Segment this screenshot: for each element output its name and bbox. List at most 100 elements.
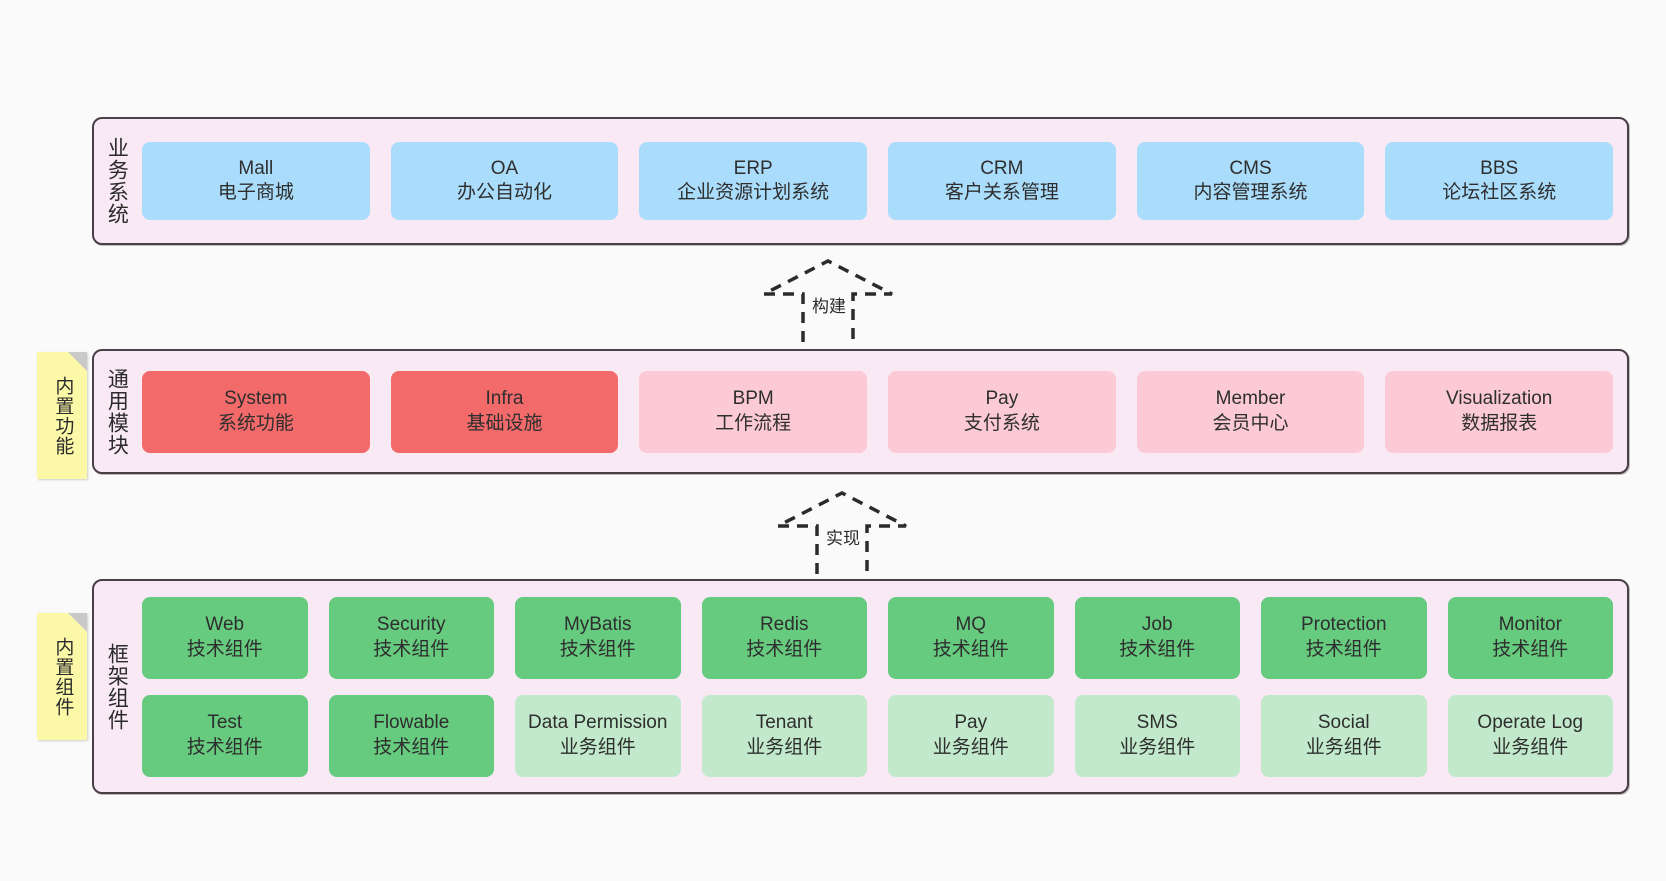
node-subtitle: 技术组件 — [186, 736, 263, 758]
node-rows: Web 技术组件 Security 技术组件 MyBatis 技术组件 Redi… — [142, 596, 1613, 777]
node-operate-log[interactable]: Operate Log 业务组件 — [1447, 694, 1613, 777]
node-title: CRM — [980, 157, 1024, 179]
node-title: Redis — [759, 614, 809, 636]
node-title: ERP — [733, 157, 773, 179]
layer-body-framework-components: Web 技术组件 Security 技术组件 MyBatis 技术组件 Redi… — [138, 581, 1627, 792]
connector-build-arrow — [763, 259, 893, 342]
note-fold-icon — [68, 352, 87, 371]
node-title: Pay — [954, 712, 988, 734]
connector-implement-arrow — [777, 491, 907, 574]
node-infra[interactable]: Infra 基础设施 — [390, 370, 619, 453]
node-subtitle: 客户关系管理 — [944, 182, 1059, 203]
node-subtitle: 技术组件 — [559, 638, 636, 660]
node-subtitle: 业务组件 — [559, 736, 636, 758]
note-fold-icon — [68, 613, 87, 632]
node-title: SMS — [1136, 712, 1178, 734]
node-title: CMS — [1229, 157, 1272, 179]
node-tenant[interactable]: Tenant 业务组件 — [701, 694, 867, 777]
node-title: Infra — [485, 388, 524, 410]
node-title: Member — [1215, 388, 1286, 410]
node-mall[interactable]: Mall 电子商城 — [142, 142, 370, 220]
node-visualization[interactable]: Visualization 数据报表 — [1385, 370, 1614, 453]
node-cms[interactable]: CMS 内容管理系统 — [1136, 142, 1365, 220]
node-subtitle: 技术组件 — [373, 638, 450, 660]
node-job[interactable]: Job 技术组件 — [1074, 596, 1240, 679]
connector-implement-label: 实现 — [826, 529, 860, 548]
node-subtitle: 数据报表 — [1461, 412, 1538, 434]
sticky-note-label: 内置组件 — [52, 636, 74, 717]
node-redis[interactable]: Redis 技术组件 — [701, 596, 867, 679]
sticky-note-label: 内置功能 — [52, 375, 74, 456]
node-subtitle: 论坛社区系统 — [1442, 182, 1557, 203]
node-row: System 系统功能 Infra 基础设施 BPM 工作流程 Pay 支付系统… — [142, 370, 1614, 453]
node-subtitle: 业务组件 — [1305, 736, 1382, 758]
node-pay-module[interactable]: Pay 支付系统 — [888, 370, 1116, 453]
node-oa[interactable]: OA 办公自动化 — [390, 142, 619, 220]
layer-body-common-modules: System 系统功能 Infra 基础设施 BPM 工作流程 Pay 支付系统… — [138, 351, 1627, 472]
node-subtitle: 技术组件 — [373, 736, 450, 758]
node-title: OA — [490, 157, 519, 179]
node-title: BBS — [1480, 157, 1519, 179]
node-title: Operate Log — [1477, 712, 1584, 734]
layer-business-systems[interactable]: 业务系统 Mall 电子商城 OA 办公自动化 ERP 企业资源计划系统 CRM — [92, 117, 1629, 245]
layer-title-common-modules: 通用模块 — [105, 367, 129, 456]
node-subtitle: 系统功能 — [217, 412, 294, 434]
layer-common-modules[interactable]: 通用模块 System 系统功能 Infra 基础设施 BPM 工作流程 Pay — [92, 349, 1629, 474]
node-bpm[interactable]: BPM 工作流程 — [639, 370, 868, 453]
node-title: Flowable — [373, 712, 450, 734]
node-web[interactable]: Web 技术组件 — [142, 596, 308, 679]
node-subtitle: 会员中心 — [1212, 412, 1289, 434]
node-mybatis[interactable]: MyBatis 技术组件 — [515, 596, 681, 679]
node-system[interactable]: System 系统功能 — [142, 370, 370, 453]
node-subtitle: 办公自动化 — [457, 182, 553, 203]
sticky-note-builtin-components[interactable]: 内置组件 — [37, 613, 87, 740]
connector-build-label: 构建 — [812, 297, 846, 316]
node-subtitle: 内容管理系统 — [1193, 182, 1308, 203]
node-protection[interactable]: Protection 技术组件 — [1261, 596, 1427, 679]
node-subtitle: 技术组件 — [1492, 638, 1569, 660]
node-subtitle: 支付系统 — [963, 412, 1040, 434]
node-pay-component[interactable]: Pay 业务组件 — [888, 694, 1054, 777]
node-erp[interactable]: ERP 企业资源计划系统 — [639, 142, 868, 220]
node-mq[interactable]: MQ 技术组件 — [888, 596, 1054, 679]
node-title: MQ — [955, 614, 987, 636]
node-subtitle: 技术组件 — [746, 638, 823, 660]
node-bbs[interactable]: BBS 论坛社区系统 — [1385, 142, 1614, 220]
node-title: Mall — [238, 157, 274, 179]
node-row: Test 技术组件 Flowable 技术组件 Data Permission … — [142, 694, 1613, 777]
node-subtitle: 技术组件 — [186, 638, 263, 660]
node-subtitle: 工作流程 — [715, 412, 792, 434]
node-title: Visualization — [1446, 388, 1553, 410]
node-subtitle: 电子商城 — [217, 182, 294, 203]
layer-title-framework-components: 框架组件 — [105, 642, 129, 731]
node-crm[interactable]: CRM 客户关系管理 — [888, 142, 1116, 220]
node-social[interactable]: Social 业务组件 — [1261, 694, 1427, 777]
node-data-permission[interactable]: Data Permission 业务组件 — [515, 694, 681, 777]
node-subtitle: 业务组件 — [746, 736, 823, 758]
node-subtitle: 技术组件 — [1305, 638, 1382, 660]
node-test[interactable]: Test 技术组件 — [142, 694, 308, 777]
node-title: Social — [1317, 712, 1370, 734]
node-title: Protection — [1300, 614, 1387, 636]
node-title: Monitor — [1498, 614, 1562, 636]
node-title: Web — [205, 614, 245, 636]
node-title: System — [224, 388, 288, 410]
node-monitor[interactable]: Monitor 技术组件 — [1447, 596, 1613, 679]
node-subtitle: 企业资源计划系统 — [677, 182, 830, 203]
node-row: Mall 电子商城 OA 办公自动化 ERP 企业资源计划系统 CRM 客户关系… — [142, 142, 1614, 220]
node-subtitle: 业务组件 — [932, 736, 1009, 758]
node-subtitle: 技术组件 — [1119, 638, 1196, 660]
layer-framework-components[interactable]: 框架组件 Web 技术组件 Security 技术组件 MyBatis 技术组件 — [92, 579, 1629, 794]
node-title: Tenant — [755, 712, 813, 734]
node-title: MyBatis — [563, 614, 632, 636]
node-sms[interactable]: SMS 业务组件 — [1074, 694, 1240, 777]
node-flowable[interactable]: Flowable 技术组件 — [328, 694, 494, 777]
node-title: Job — [1141, 614, 1173, 636]
layer-title-business-systems: 业务系统 — [105, 137, 129, 225]
node-title: Security — [376, 614, 446, 636]
node-member[interactable]: Member 会员中心 — [1136, 370, 1365, 453]
node-security[interactable]: Security 技术组件 — [328, 596, 494, 679]
node-title: Test — [207, 712, 243, 734]
sticky-note-builtin-features[interactable]: 内置功能 — [37, 352, 87, 479]
